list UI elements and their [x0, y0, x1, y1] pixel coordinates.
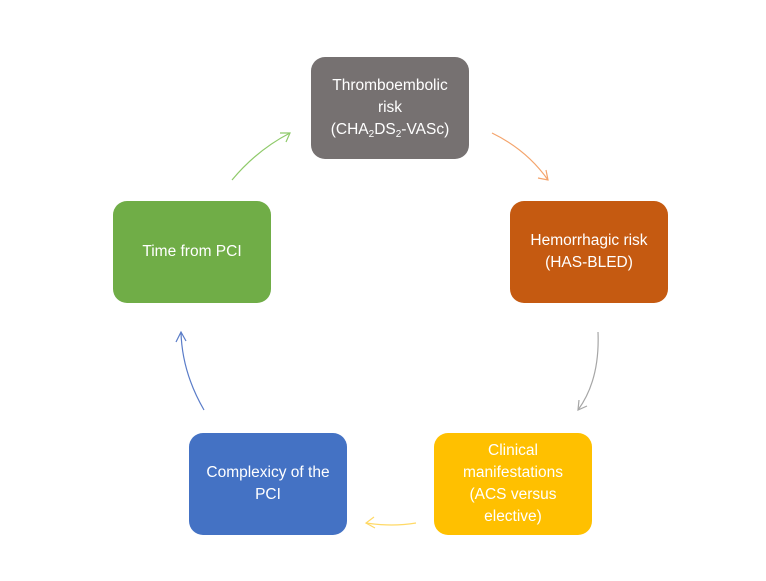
arrow-clinical-to-complex — [365, 522, 417, 526]
formula-part: (CHA — [330, 121, 369, 138]
formula-subscript: 2 — [395, 129, 402, 140]
arrow-time-to-thrombo — [231, 132, 291, 181]
node-label-line: manifestations — [463, 464, 563, 481]
arrow-thrombo-to-hemo — [491, 132, 549, 181]
formula-part: -VASc) — [401, 121, 450, 138]
node-complexity-of-pci: Complexicy of the PCI — [189, 433, 347, 535]
node-label-line: (ACS versus — [469, 486, 557, 503]
node-label-line: Complexicy of the — [206, 464, 330, 481]
arrow-hemo-to-clinical — [577, 331, 599, 411]
arrowhead-thrombo-to-hemo — [537, 169, 549, 181]
node-clinical-manifestations: Clinical manifestations (ACS versus elec… — [434, 433, 592, 535]
node-label-line: risk — [377, 99, 403, 116]
node-formula: (CHA2DS2-VASc) — [331, 119, 450, 141]
node-hemorrhagic-risk: Hemorrhagic risk (HAS-BLED) — [510, 201, 668, 303]
node-time-from-pci: Time from PCI — [113, 201, 271, 303]
node-label-line: Hemorrhagic risk — [530, 232, 648, 249]
formula-part: DS — [374, 121, 396, 138]
arrow-complex-to-time — [180, 331, 205, 411]
node-label-line: (HAS-BLED) — [545, 254, 633, 271]
node-label-line: Clinical — [488, 442, 538, 459]
node-label-line: Thromboembolic — [332, 77, 448, 94]
arrowhead-complex-to-time — [175, 330, 187, 343]
arrowhead-time-to-thrombo — [280, 132, 291, 143]
formula-subscript: 2 — [368, 129, 375, 140]
arrowhead-clinical-to-complex — [364, 516, 376, 529]
node-label-line: elective) — [484, 508, 542, 525]
node-label-line: Time from PCI — [142, 243, 242, 260]
arrowhead-hemo-to-clinical — [577, 399, 588, 411]
node-thromboembolic-risk: Thromboembolic risk (CHA2DS2-VASc) — [311, 57, 469, 159]
node-label-line: PCI — [255, 486, 281, 503]
